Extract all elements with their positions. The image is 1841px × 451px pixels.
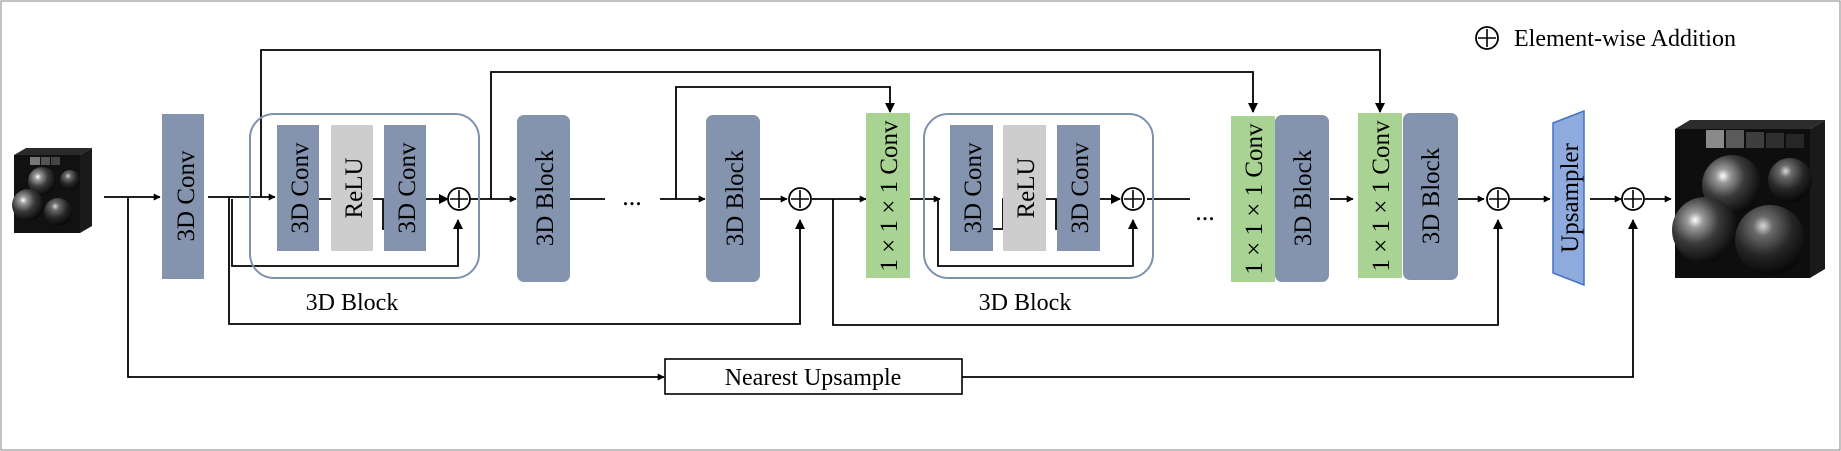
conv1x1-label-3: 1 × 1 × 1 Conv — [1368, 120, 1395, 272]
output-volume-image — [1672, 120, 1825, 278]
3d-block-expanded-a: 3D Conv ReLU 3D Conv 3D Block — [249, 113, 480, 316]
3d-block-group-label-a: 3D Block — [306, 290, 399, 316]
conv1x1-block-1 — [866, 113, 910, 278]
addition-node-e — [1621, 187, 1645, 211]
upsampler-label: Upsampler — [1557, 142, 1584, 252]
conv1x1-block-3 — [1358, 113, 1402, 278]
3d-block-outline-a — [249, 113, 480, 279]
conv3d-label-b2: 3D Conv — [1067, 142, 1094, 233]
legend-label: Element-wise Addition — [1514, 26, 1736, 52]
3d-block-outline-b — [923, 113, 1154, 279]
stem-conv3d-label: 3D Conv — [173, 150, 200, 241]
conv3d-block-b2 — [1057, 125, 1100, 251]
3d-block-collapsed-4 — [1403, 113, 1458, 280]
conv3d-block-a2 — [384, 125, 426, 251]
nearest-upsample-label: Nearest Upsample — [725, 365, 902, 391]
conv1x1-block-2 — [1231, 116, 1275, 282]
relu-block-b — [1003, 125, 1046, 251]
conv1x1-label-2: 1 × 1 × 1 Conv — [1241, 123, 1268, 275]
addition-node-d — [1486, 187, 1510, 211]
relu-block-a — [331, 125, 373, 251]
3d-block-collapsed-1 — [517, 115, 570, 282]
3d-block-label-3: 3D Block — [1290, 149, 1317, 246]
addition-node-b — [788, 187, 812, 211]
3d-block-group-label-b: 3D Block — [979, 290, 1072, 316]
legend: Element-wise Addition — [1475, 26, 1736, 52]
relu-label-a: ReLU — [341, 157, 368, 218]
ellipsis-2: ... — [1195, 197, 1215, 226]
addition-node-c — [1121, 187, 1145, 211]
conv3d-block-b1 — [950, 125, 993, 251]
input-volume-image — [12, 148, 92, 233]
conv3d-label-a1: 3D Conv — [287, 142, 314, 233]
3d-block-expanded-b: 3D Conv ReLU 3D Conv 3D Block — [923, 113, 1154, 316]
3d-block-label-1: 3D Block — [532, 149, 559, 246]
3d-block-collapsed-2 — [706, 115, 760, 282]
conv3d-block-a1 — [277, 125, 319, 251]
addition-node-a — [447, 187, 471, 211]
3d-block-label-2: 3D Block — [722, 149, 749, 246]
conv3d-label-a2: 3D Conv — [394, 142, 421, 233]
upsampler-block — [1552, 109, 1585, 287]
3d-block-label-4: 3D Block — [1418, 147, 1445, 244]
addition-icon — [1475, 26, 1499, 50]
stem-conv3d-block — [162, 114, 204, 279]
conv1x1-label-1: 1 × 1 × 1 Conv — [876, 120, 903, 272]
relu-label-b: ReLU — [1013, 157, 1040, 218]
ellipsis-1: ... — [622, 182, 642, 211]
3d-block-collapsed-3 — [1275, 115, 1329, 282]
conv3d-label-b1: 3D Conv — [960, 142, 987, 233]
nearest-upsample-box — [664, 358, 963, 395]
